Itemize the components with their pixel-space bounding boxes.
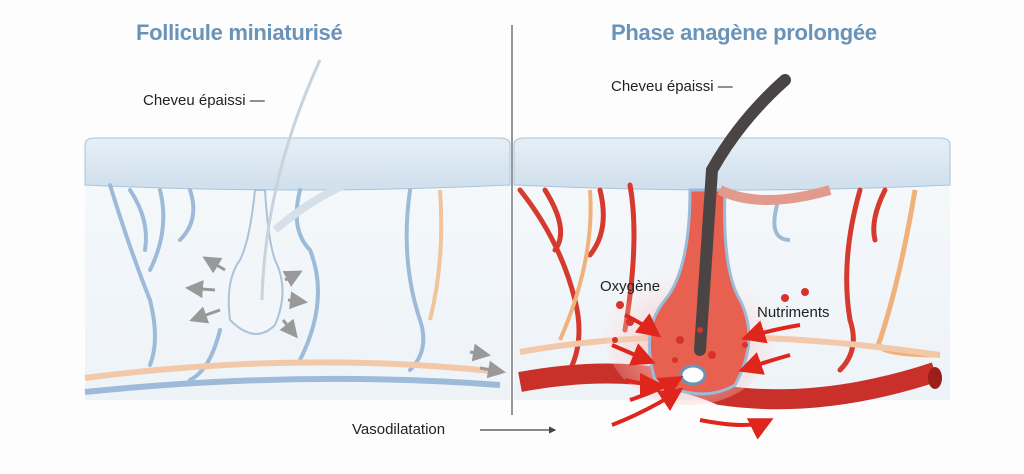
vessel-orange-left-vertical (428, 189, 444, 321)
vessel-orange-left (84, 359, 501, 381)
left-panel-title: Follicule miniaturisé (136, 20, 343, 45)
diffusion-arrows-left (185, 256, 506, 379)
thick-hair (694, 74, 791, 356)
vessel-blue-left (84, 375, 501, 395)
artery-cross-section (928, 367, 942, 389)
right-hair-label: Cheveu épaissi — (611, 78, 733, 95)
oxygen-particles (612, 288, 809, 363)
dermal-papilla (679, 364, 707, 386)
muscle-right (717, 185, 832, 205)
vasodilatation-label: Vasodilatation (352, 421, 446, 438)
vessel-orange-right-2 (876, 189, 941, 358)
oxygen-label: Oxygène (600, 278, 661, 295)
epidermis-left (84, 137, 511, 191)
vessel-orange-right (558, 189, 593, 341)
nutrient-arrows-right (611, 313, 801, 440)
right-panel-title: Phase anagène prolongée (611, 20, 877, 45)
nutrients-label: Nutriments (757, 304, 830, 321)
left-hair-label: Cheveu épaissi — (143, 92, 265, 109)
muscle-left (272, 181, 347, 234)
thin-hair (260, 59, 322, 301)
